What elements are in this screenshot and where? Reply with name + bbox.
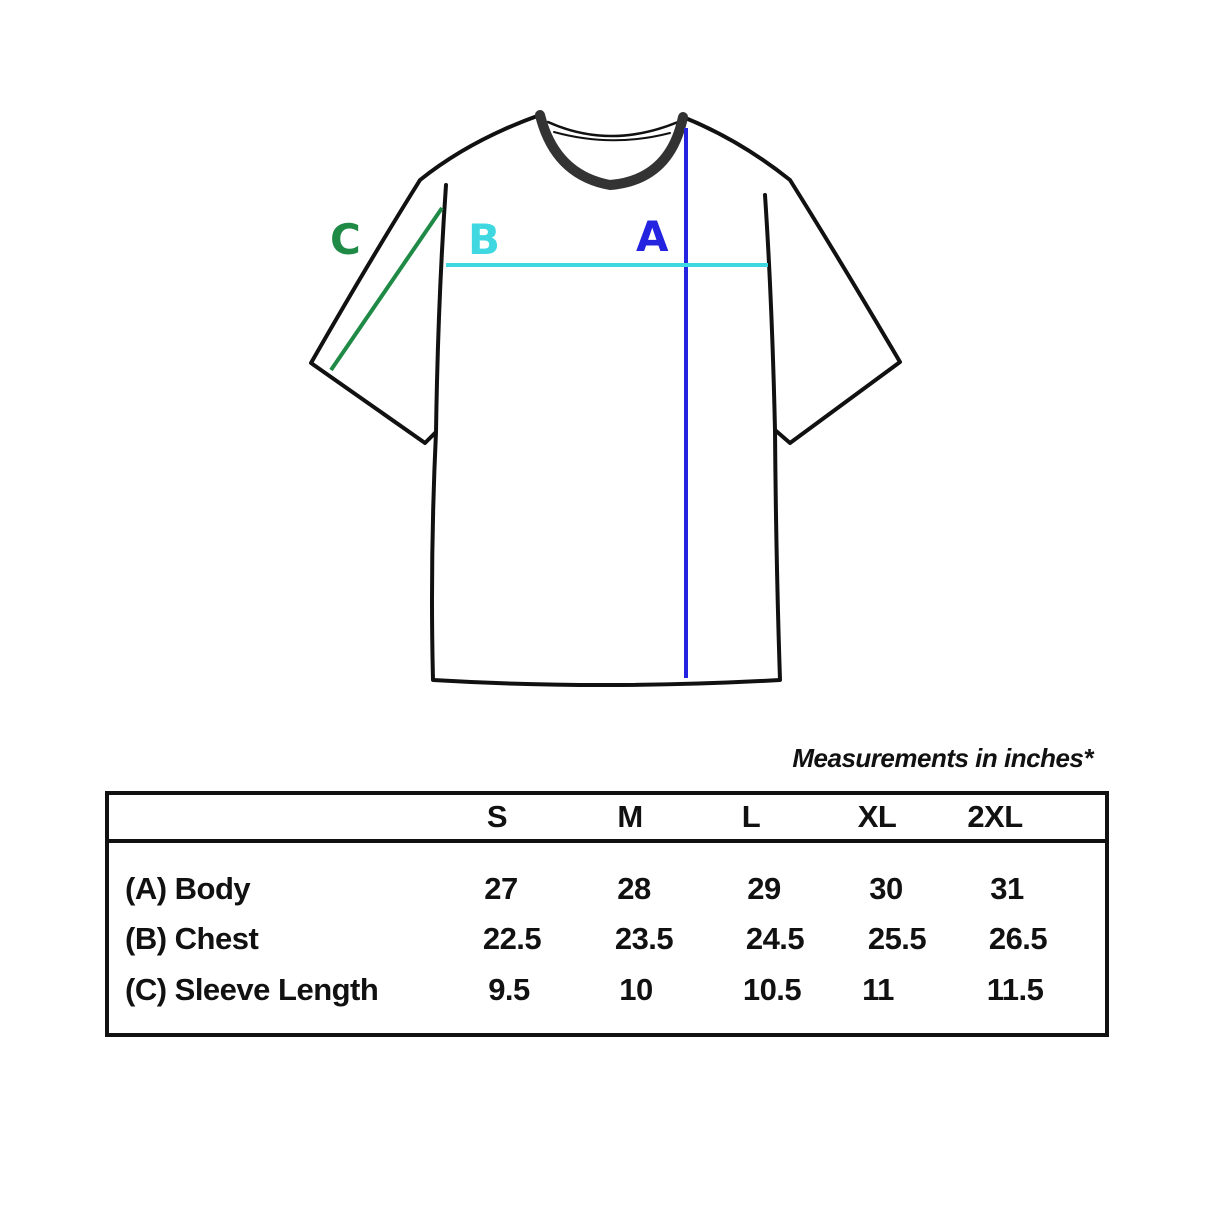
cell: 28 xyxy=(617,871,651,906)
cell: 11.5 xyxy=(986,972,1044,1007)
cell: 27 xyxy=(484,871,518,906)
tshirt-diagram: A B C xyxy=(309,110,902,687)
cell: 25.5 xyxy=(867,921,927,956)
size-header: XL xyxy=(857,799,897,834)
row-label: (A) Body xyxy=(125,871,251,906)
measure-line-c xyxy=(329,206,444,372)
size-header: S xyxy=(486,799,508,834)
cell: 24.5 xyxy=(745,921,805,956)
units-note: Measurements in inches* xyxy=(792,743,1093,773)
collar-inner-2 xyxy=(553,131,671,142)
size-header: M xyxy=(617,799,643,834)
label-a: A xyxy=(636,212,669,261)
cell: 29 xyxy=(747,871,781,906)
cell: 22.5 xyxy=(482,921,542,956)
size-header: 2XL xyxy=(967,799,1023,834)
cell: 23.5 xyxy=(614,921,674,956)
size-header: L xyxy=(741,799,761,834)
header-divider xyxy=(109,839,1105,843)
shirt-outline xyxy=(309,113,902,687)
cell: 31 xyxy=(990,871,1024,906)
size-table: S M L XL 2XL (A) Body 27 28 29 30 31 (B)… xyxy=(105,791,1109,1037)
cell: 10 xyxy=(619,972,653,1007)
cell: 30 xyxy=(869,871,903,906)
row-label: (C) Sleeve Length xyxy=(125,972,379,1007)
row-label: (B) Chest xyxy=(125,921,259,956)
label-c: C xyxy=(330,215,361,264)
cell: 11 xyxy=(862,972,894,1007)
cell: 10.5 xyxy=(742,972,802,1007)
cell: 9.5 xyxy=(488,972,530,1007)
collar-band xyxy=(535,110,688,190)
cell: 26.5 xyxy=(988,921,1048,956)
collar-inner xyxy=(546,120,680,138)
label-b: B xyxy=(468,215,500,264)
